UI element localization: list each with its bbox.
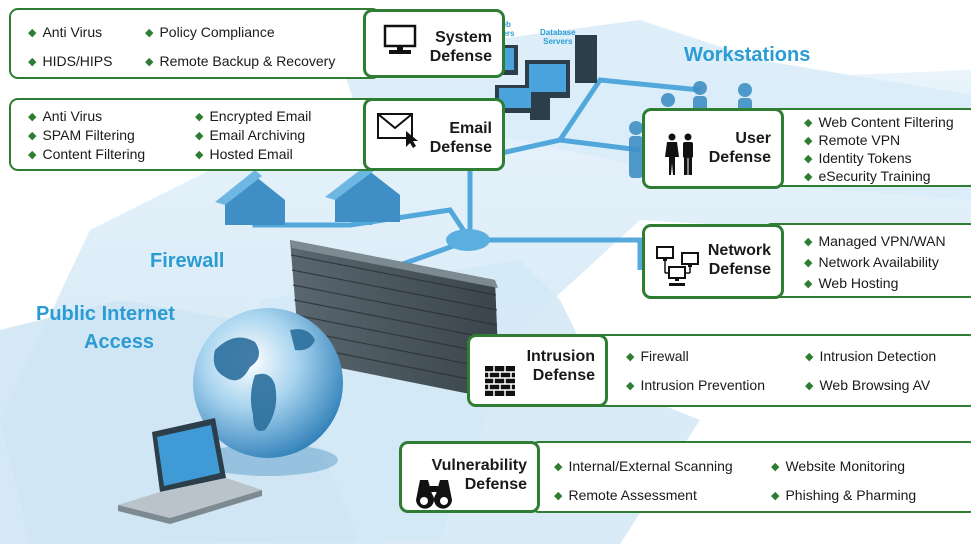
network-icon bbox=[656, 246, 699, 286]
user-item-identity-tokens: ◆Identity Tokens bbox=[804, 150, 912, 166]
user-defense-panel bbox=[763, 108, 971, 187]
email-item-email-archiving: ◆Email Archiving bbox=[195, 127, 306, 143]
vulnerability-item-scanning: ◆Internal/External Scanning bbox=[554, 458, 733, 474]
vulnerability-item-remote-assessment: ◆Remote Assessment bbox=[554, 487, 697, 503]
intrusion-item-web-browsing-av: ◆Web Browsing AV bbox=[805, 377, 931, 393]
workstations-label: Workstations bbox=[684, 44, 811, 66]
monitor-icon bbox=[383, 24, 417, 54]
network-item-managed-vpn: ◆Managed VPN/WAN bbox=[804, 233, 946, 249]
email-item-encrypted-email: ◆Encrypted Email bbox=[195, 108, 312, 124]
email-defense-panel bbox=[9, 98, 381, 171]
email-item-anti-virus: ◆Anti Virus bbox=[28, 108, 103, 124]
network-item-web-hosting: ◆Web Hosting bbox=[804, 275, 899, 291]
network-item-availability: ◆Network Availability bbox=[804, 254, 939, 270]
vulnerability-item-website-monitoring: ◆Website Monitoring bbox=[771, 458, 906, 474]
system-defense-panel bbox=[9, 8, 381, 79]
public-internet-label: Public Internet bbox=[36, 303, 175, 325]
network-defense-panel bbox=[763, 223, 971, 298]
intrusion-item-prevention: ◆Intrusion Prevention bbox=[626, 377, 765, 393]
system-item-hids-hips: ◆HIDS/HIPS bbox=[28, 53, 113, 69]
user-item-web-content-filtering: ◆Web Content Filtering bbox=[804, 114, 954, 130]
brick-wall-icon bbox=[485, 366, 515, 396]
email-item-hosted-email: ◆Hosted Email bbox=[195, 146, 293, 162]
email-item-spam-filtering: ◆SPAM Filtering bbox=[28, 127, 135, 143]
intrusion-item-firewall: ◆Firewall bbox=[626, 348, 689, 364]
user-item-esecurity-training: ◆eSecurity Training bbox=[804, 168, 931, 184]
system-item-remote-backup: ◆Remote Backup & Recovery bbox=[145, 53, 336, 69]
intrusion-defense-panel bbox=[590, 334, 971, 407]
system-item-anti-virus: ◆Anti Virus bbox=[28, 24, 103, 40]
user-item-remote-vpn: ◆Remote VPN bbox=[804, 132, 901, 148]
access-label: Access bbox=[84, 331, 155, 353]
vulnerability-item-phishing-pharming: ◆Phishing & Pharming bbox=[771, 487, 917, 503]
envelope-icon bbox=[377, 113, 418, 148]
firewall-label: Firewall bbox=[150, 250, 225, 272]
people-icon bbox=[665, 133, 693, 175]
system-item-policy-compliance: ◆Policy Compliance bbox=[145, 24, 275, 40]
intrusion-item-detection: ◆Intrusion Detection bbox=[805, 348, 937, 364]
email-item-content-filtering: ◆Content Filtering bbox=[28, 146, 146, 162]
binoculars-icon bbox=[416, 480, 452, 509]
